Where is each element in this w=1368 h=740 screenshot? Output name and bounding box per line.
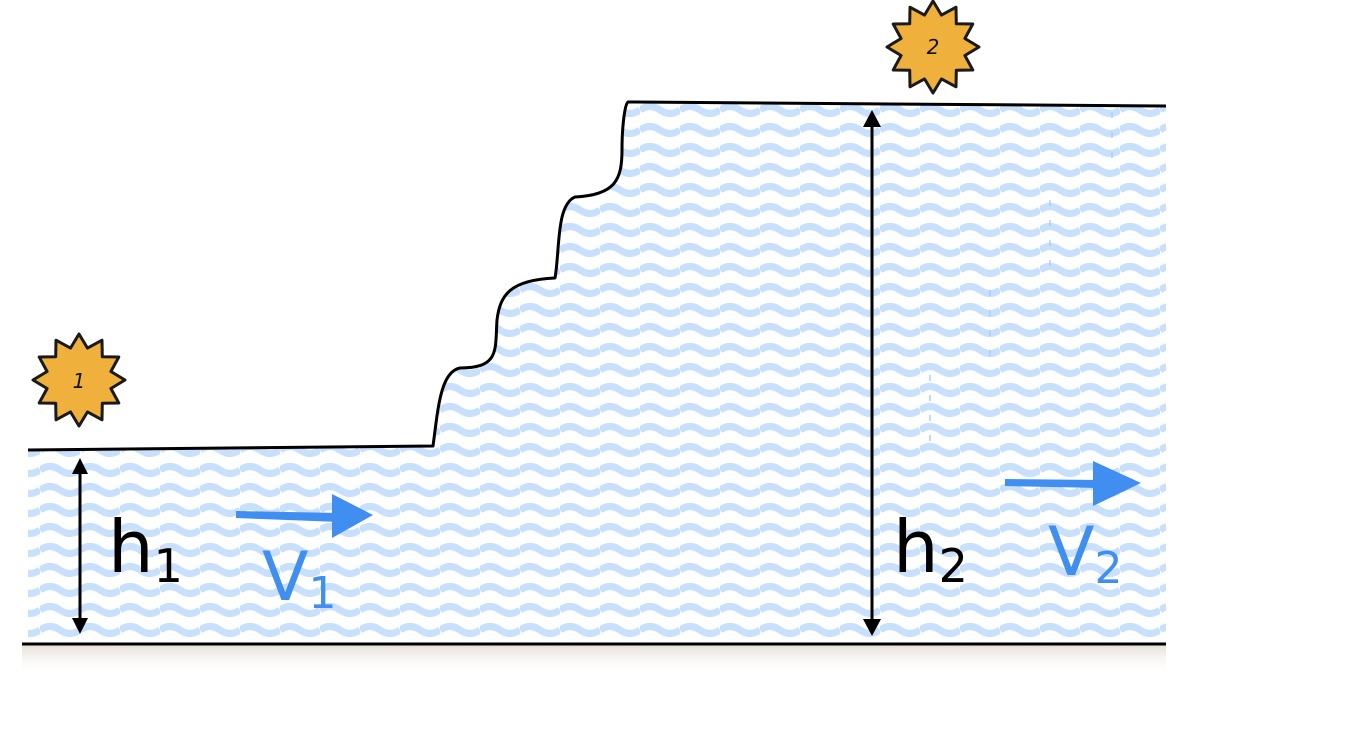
v1-label: V1 bbox=[262, 538, 337, 619]
v1-label-subscript: 1 bbox=[309, 568, 337, 619]
v1-label-main: V bbox=[262, 538, 309, 617]
star-badge-icon bbox=[885, 0, 981, 95]
h2-label: h2 bbox=[893, 505, 968, 593]
v2-velocity-arrow bbox=[1005, 461, 1141, 506]
turbulence-marks bbox=[929, 112, 1113, 450]
h1-label-main: h bbox=[108, 505, 154, 589]
h1-label: h1 bbox=[108, 505, 183, 593]
station-1-badge: 1 bbox=[31, 332, 127, 428]
v2-label: V2 bbox=[1048, 513, 1123, 594]
ground-shadow bbox=[22, 645, 1166, 677]
free-surface-line bbox=[27, 100, 1167, 452]
h2-label-subscript: 2 bbox=[939, 539, 968, 593]
station-2-label: 2 bbox=[927, 35, 940, 59]
station-2-badge: 2 bbox=[885, 0, 981, 95]
v2-label-subscript: 2 bbox=[1095, 543, 1123, 594]
water-region bbox=[28, 102, 1166, 644]
star-badge-icon bbox=[31, 332, 127, 428]
v2-label-main: V bbox=[1048, 513, 1095, 592]
station-1-label: 1 bbox=[73, 369, 86, 393]
h1-label-subscript: 1 bbox=[154, 539, 183, 593]
v1-velocity-arrow bbox=[236, 494, 373, 538]
h2-label-main: h bbox=[893, 505, 939, 589]
h1-height-arrow bbox=[72, 458, 88, 634]
h2-height-arrow bbox=[863, 110, 881, 636]
